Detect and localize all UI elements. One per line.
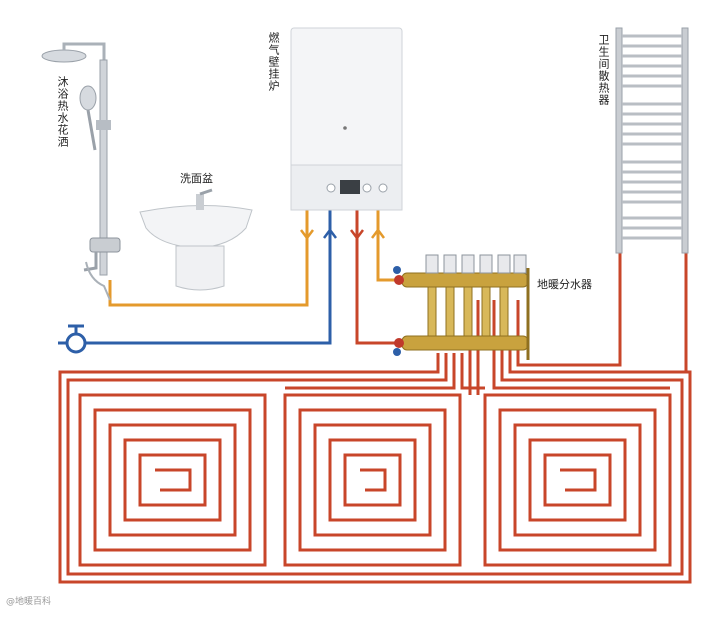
spiral-middle xyxy=(283,393,462,567)
basin-icon xyxy=(139,188,253,291)
boiler-icon xyxy=(290,27,403,211)
arrow-down-icon xyxy=(350,229,364,241)
shower-icon xyxy=(41,42,121,301)
spiral-right xyxy=(483,393,672,567)
feeder-4 xyxy=(476,300,485,390)
boiler-label: 燃气壁挂炉 xyxy=(267,32,280,92)
spiral-left xyxy=(78,393,267,567)
manifold-icon xyxy=(393,254,530,360)
cold-water-inlet xyxy=(58,210,332,345)
loop-frame-inner xyxy=(66,340,684,576)
towel-radiator-icon xyxy=(615,27,689,254)
flow-arrows xyxy=(300,227,385,241)
shower-label: 沐浴热水花洒 xyxy=(56,76,69,148)
feeder-5 xyxy=(492,300,670,390)
hot-water-to-fixtures xyxy=(108,210,309,307)
basin-label: 洗面盆 xyxy=(180,172,213,185)
arrow-up-icon xyxy=(323,227,337,239)
feeder-1 xyxy=(285,353,456,390)
arrow-down-icon xyxy=(300,229,314,241)
loop-frame-outer xyxy=(58,340,692,584)
towel-radiator-label: 卫生间散热器 xyxy=(597,34,610,106)
watermark: @地暖百科 xyxy=(6,597,52,607)
water-valve-icon xyxy=(65,324,87,354)
heating-supply xyxy=(355,210,402,345)
manifold-label: 地暖分水器 xyxy=(537,278,592,291)
boiler-pipes xyxy=(58,210,402,345)
arrow-up-icon xyxy=(371,227,385,239)
radiator-pipes xyxy=(516,250,688,372)
